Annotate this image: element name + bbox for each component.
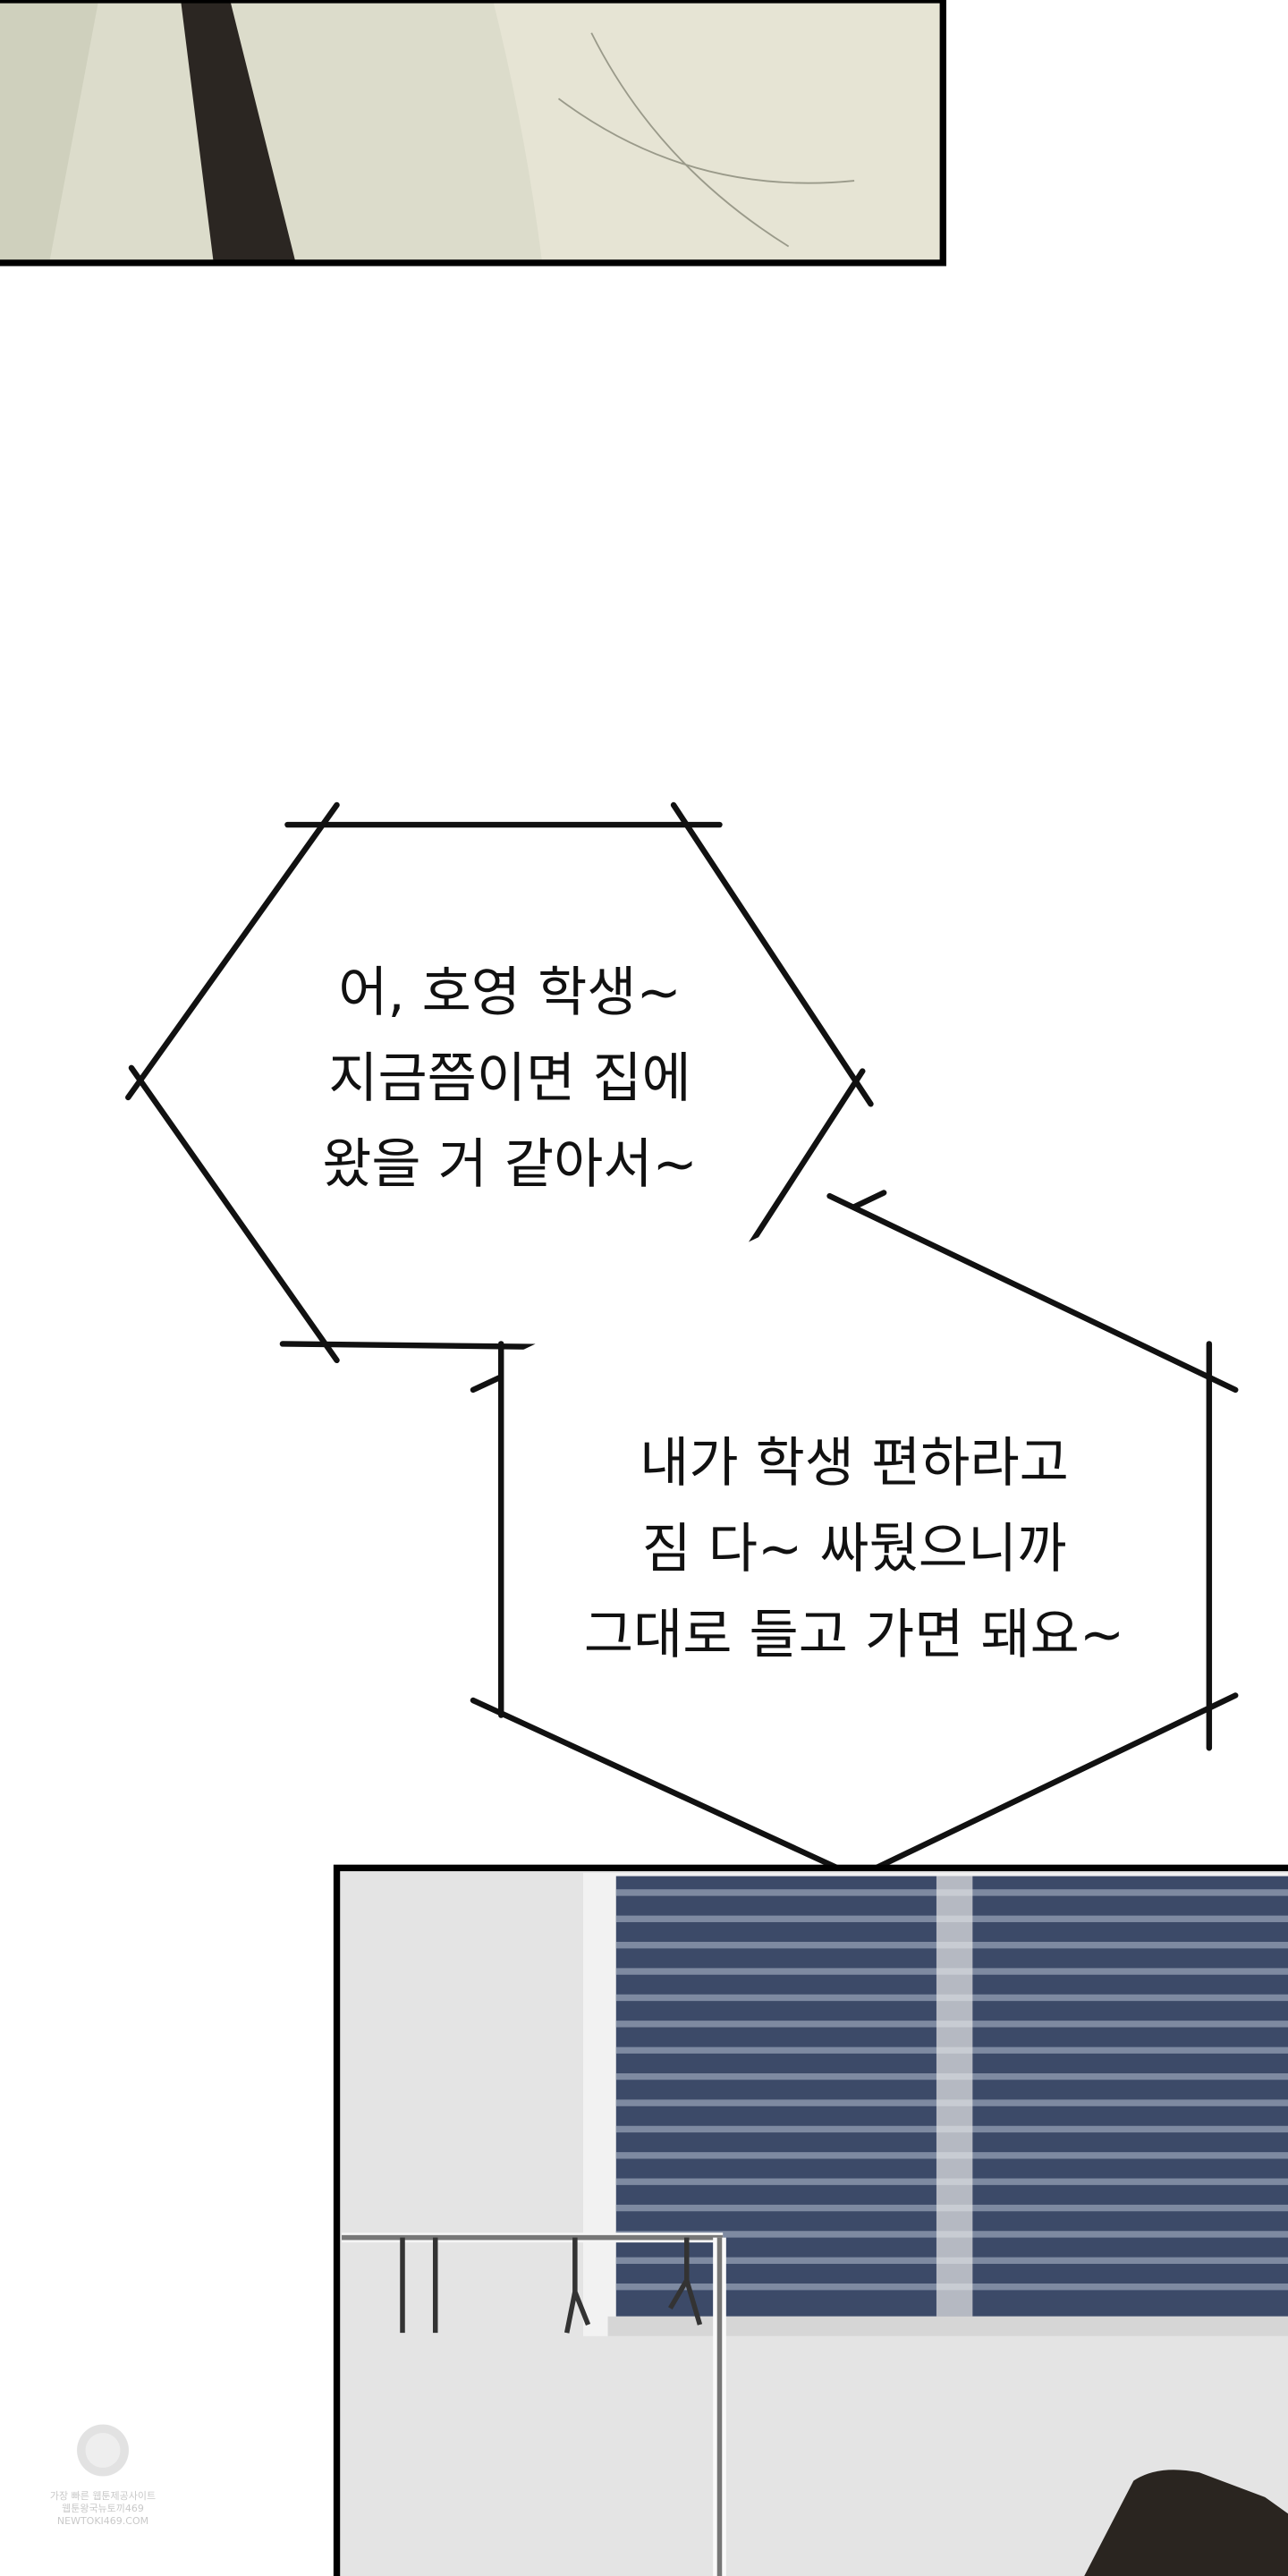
watermark-line-2: 웹툰왕국뉴토끼469 [62,2503,144,2514]
speech-bubble-2-text: 내가 학생 편하라고 짐 다~ 싸뒀으니까 그대로 들고 가면 돼요~ [584,1420,1124,1678]
watermark-mascot-icon [67,2406,139,2487]
dark-strap [181,0,296,263]
bubble-1-line-1: 어, 호영 학생~ [338,962,682,1024]
watermark-line-1: 가장 빠른 웹툰제공사이트 [49,2490,157,2502]
clothes-rack [342,2233,726,2576]
watermark: 가장 빠른 웹툰제공사이트 웹툰왕국뉴토끼469 NEWTOKI469.COM [36,2406,170,2528]
bubble-2-line-1: 내가 학생 편하라고 [640,1432,1069,1495]
bubble-2-line-3: 그대로 들고 가면 돼요~ [583,1604,1125,1666]
watermark-line-3: NEWTOKI469.COM [56,2515,149,2527]
speech-bubble-2 [470,1192,1239,1896]
bottom-panel [333,1864,1288,2576]
speech-bubble-1 [125,801,887,1394]
top-panel [0,0,946,267]
bag [1084,2470,1288,2576]
bubble-2-line-2: 짐 다~ 싸뒀으니까 [641,1518,1067,1580]
bubble-1-line-2: 지금쯤이면 집에 [328,1047,691,1110]
bubble-1-line-3: 왔을 거 같아서~ [322,1133,698,1196]
speech-bubble-1-text: 어, 호영 학생~ 지금쯤이면 집에 왔을 거 같아서~ [322,950,698,1208]
